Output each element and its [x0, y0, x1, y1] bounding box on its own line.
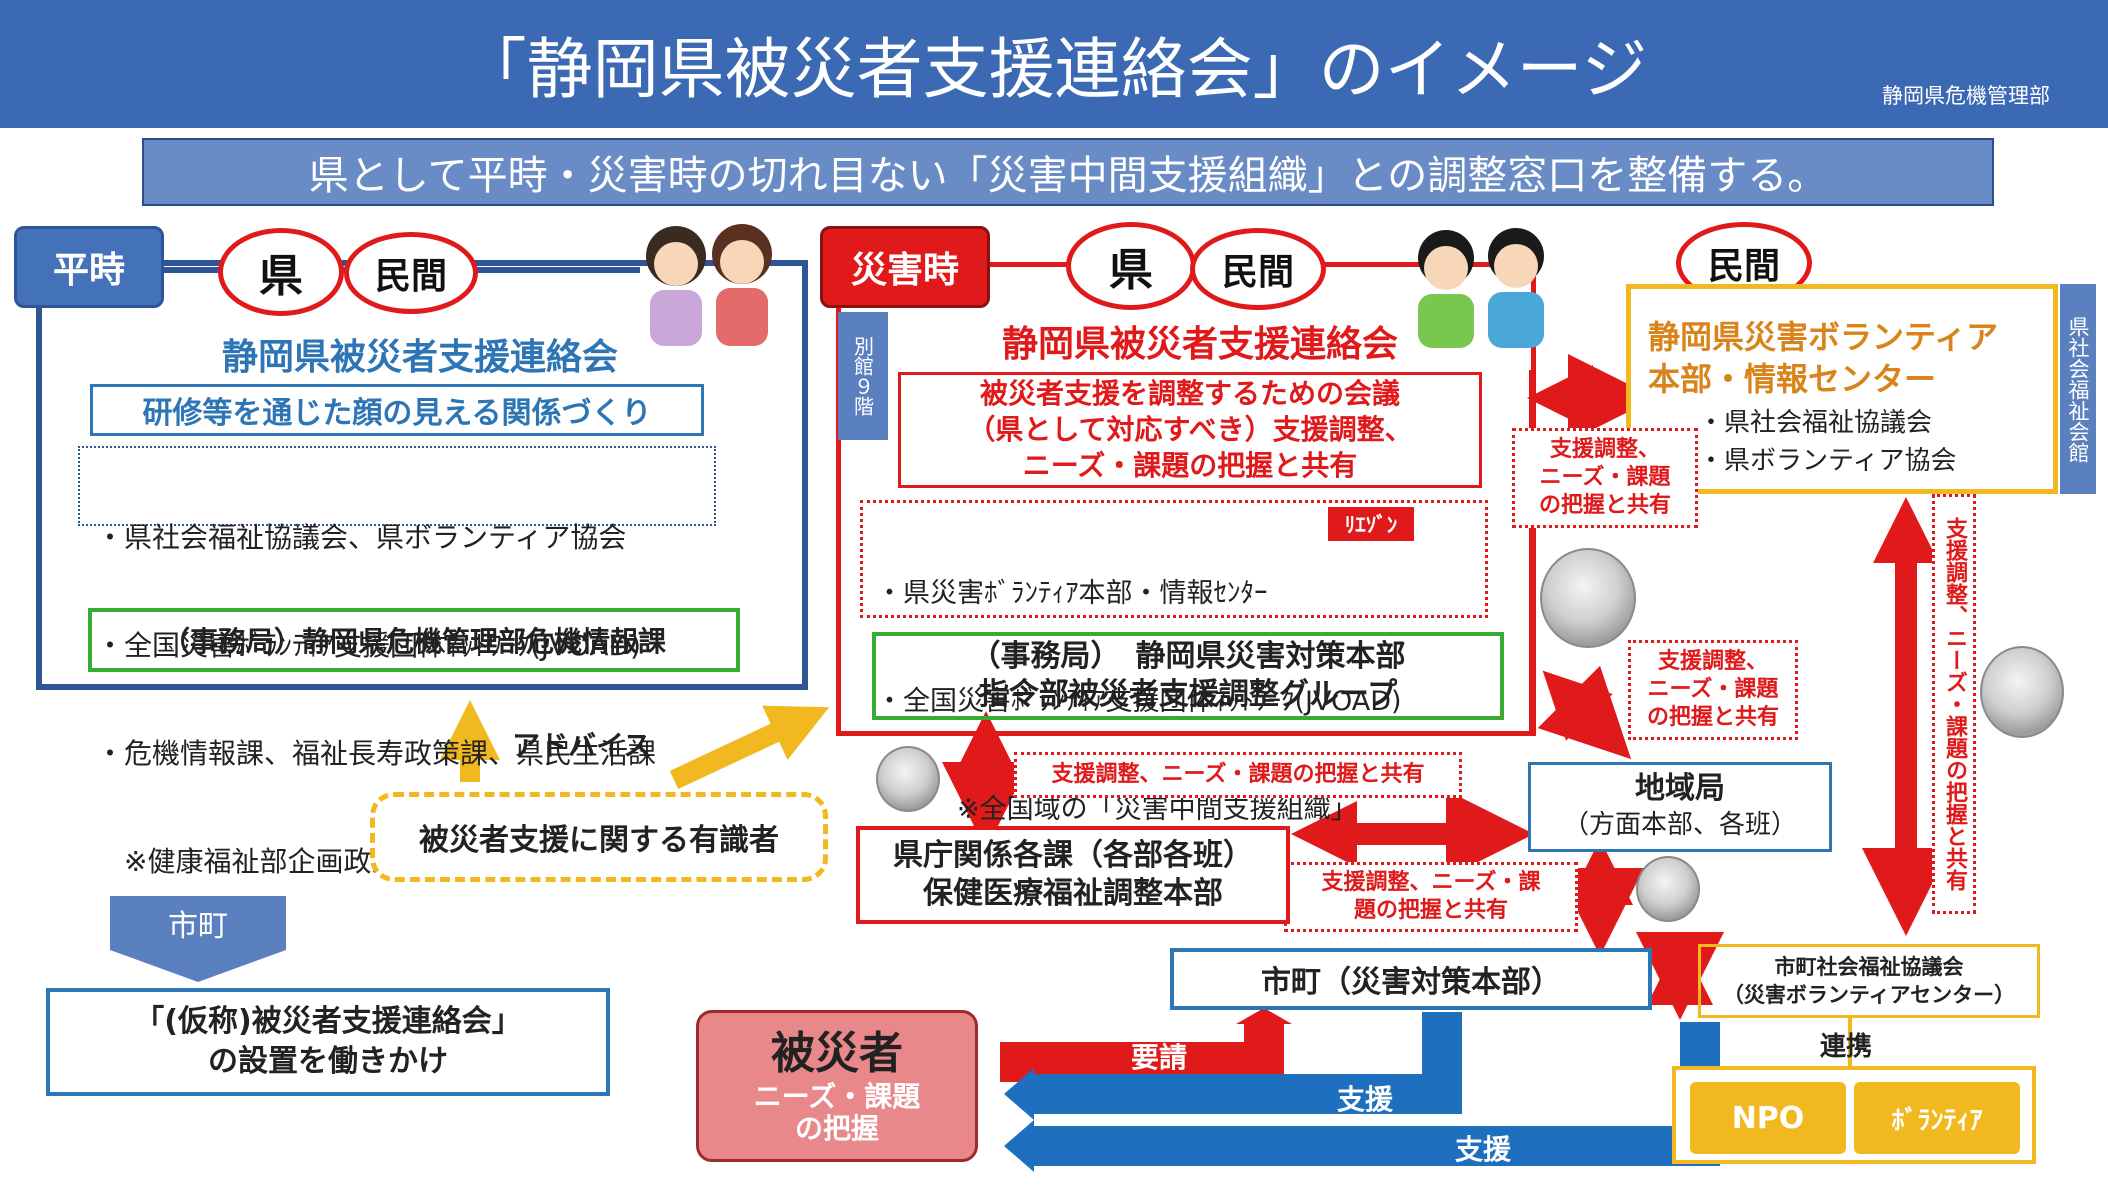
volunteer-center-list: ・県社会福祉協議会 ・県ボランティア協会 — [1698, 404, 2058, 480]
volunteer-center-box — [1626, 284, 2058, 494]
regional-office-box: 地域局 （方面本部、各班） — [1528, 762, 1832, 852]
coordination-label-vertical: 支援調整、ニーズ・課題の把握と共有 — [1932, 494, 1976, 914]
cooperation-label: 連携 — [1820, 1032, 1873, 1062]
list-item: ・全国災害ﾎﾞﾗﾝﾃｨｱ支援団体ﾈｯﾄﾜｰｸ(JVOAD) — [96, 629, 642, 662]
council-setup-box: 「(仮称)被災者支援連絡会」の設置を働きかけ — [46, 988, 610, 1096]
list-item: ・県社会福祉協議会、県ボランティア協会 — [96, 521, 627, 554]
victim-needs: ニーズ・課題の把握 — [753, 1080, 921, 1145]
normal-member-dotted-box — [78, 446, 716, 526]
list-item: ・県ボランティア協会 — [1698, 446, 1957, 476]
meeting-line: ニーズ・課題の把握と共有 — [1022, 449, 1358, 482]
prefecture-oval: 県 — [1066, 222, 1196, 310]
list-item: ※全国域の「災害中間支援組織」 — [876, 794, 1358, 825]
normal-secretariat: （事務局）静岡県危機管理部危機情報課 — [88, 608, 740, 672]
normal-council-name: 静岡県被災者支援連絡会 — [221, 337, 618, 378]
list-item: ・危機情報課、福祉長寿政策課、県民生活課 — [96, 737, 657, 770]
disaster-time-tab: 災害時 — [820, 226, 990, 308]
prefectural-departments-box: 県庁関係各課（各部各班）保健医療福祉調整本部 — [856, 826, 1290, 924]
city-caption: 市町 — [168, 909, 228, 944]
normal-time-tab: 平時 — [14, 226, 164, 308]
expert-advisor-box: 被災者支援に関する有識者 — [370, 792, 828, 882]
support-arrow-2-head — [1004, 1120, 1034, 1172]
victim-title: 被災者 — [770, 1028, 903, 1079]
disaster-secretariat: （事務局） 静岡県災害対策本部 指令部被災者支援調整グループ — [872, 632, 1504, 720]
support-label: 支援 — [1336, 1083, 1393, 1116]
coordination-label: 支援調整、ニーズ・課題の把握と共有 — [1628, 640, 1798, 740]
city-caption-shape — [110, 896, 286, 982]
private-oval: 民間 — [344, 232, 478, 314]
volunteer-chip: ﾎﾞﾗﾝﾃｨｱ — [1854, 1082, 2020, 1154]
npo-chip: NPO — [1690, 1082, 1846, 1154]
normal-relationship-label: 研修等を通じた顔の見える関係づくり — [90, 384, 704, 436]
private-oval: 民間 — [1190, 228, 1326, 310]
support-arrow-1-body — [1030, 1012, 1462, 1114]
meeting-ring-icon — [876, 746, 940, 812]
support-arrow-1-head — [1004, 1068, 1034, 1120]
annex-9f-label: 別館９階 — [838, 312, 888, 440]
secretariat-line: 指令部被災者支援調整グループ — [978, 677, 1398, 712]
request-label: 要請 — [1130, 1041, 1187, 1074]
page-title: 「静岡県被災者支援連絡会」のイメージ — [460, 31, 1648, 108]
subtitle-banner: 県として平時・災害時の切れ目ない「災害中間支援組織」との調整窓口を整備する。 — [142, 138, 1994, 206]
meeting-ring-icon — [1980, 646, 2064, 738]
disaster-council-name: 静岡県被災者支援連絡会 — [1001, 324, 1398, 365]
coordination-label: 支援調整、ニーズ・課題の把握と共有 — [1284, 862, 1578, 932]
list-item: ・全国災害ﾎﾞﾗﾝﾃｨｱ支援団体ﾈｯﾄﾜｰｸ(JVOAD) — [876, 686, 1402, 717]
list-item: ・県災害ﾎﾞﾗﾝﾃｨｱ本部・情報ｾﾝﾀｰ — [876, 578, 1268, 609]
region-title: 地域局 — [1634, 771, 1725, 806]
advice-arrow-diag — [669, 705, 830, 790]
people-men-icon — [1418, 228, 1544, 348]
disaster-member-list: ・県災害ﾎﾞﾗﾝﾃｨｱ本部・情報ｾﾝﾀｰ ・全国災害ﾎﾞﾗﾝﾃｨｱ支援団体ﾈｯﾄ… — [876, 504, 1486, 864]
meeting-ring-icon — [1636, 856, 1700, 922]
volunteer-center-name: 静岡県災害ボランティア 本部・情報センター — [1648, 318, 1999, 398]
secretariat-line: （事務局） 静岡県災害対策本部 — [970, 639, 1406, 674]
liaison-badge: ﾘｴｿﾞﾝ — [1328, 507, 1414, 541]
meeting-ring-icon — [1540, 548, 1636, 648]
meeting-line: （県として対応すべき）支援調整、 — [967, 413, 1413, 446]
disaster-member-dotted-box — [860, 500, 1488, 618]
arrow-dis-region — [1537, 665, 1632, 760]
municipal-welfare-box: 市町社会福祉協議会（災害ボランティアセンター） — [1698, 944, 2040, 1018]
coordination-label: 支援調整、ニーズ・課題の把握と共有 — [1014, 752, 1462, 798]
prefecture-oval: 県 — [218, 228, 344, 316]
municipality-box: 市町（災害対策本部） — [1170, 948, 1652, 1010]
welfare-hall-label: 県社会福祉会館 — [2060, 284, 2096, 494]
header-bar — [0, 0, 2108, 128]
coordination-meeting-box: 被災者支援を調整するための会議 （県として対応すべき）支援調整、 ニーズ・課題の… — [898, 372, 1482, 488]
meeting-line: 被災者支援を調整するための会議 — [979, 377, 1400, 410]
list-item: ・県社会福祉協議会 — [1698, 408, 1933, 438]
request-arrow-head — [1236, 1008, 1292, 1024]
advice-label: アドバイス — [512, 729, 652, 762]
coordination-label: 支援調整、ニーズ・課題の把握と共有 — [1512, 428, 1698, 528]
disaster-victim-box: 被災者 ニーズ・課題の把握 — [696, 1010, 978, 1162]
request-arrow-body — [1000, 1022, 1284, 1082]
department-label: 静岡県危機管理部 — [1882, 84, 2050, 108]
support-label: 支援 — [1454, 1133, 1511, 1166]
people-women-icon — [646, 224, 772, 346]
region-subtitle: （方面本部、各班） — [1562, 810, 1797, 840]
